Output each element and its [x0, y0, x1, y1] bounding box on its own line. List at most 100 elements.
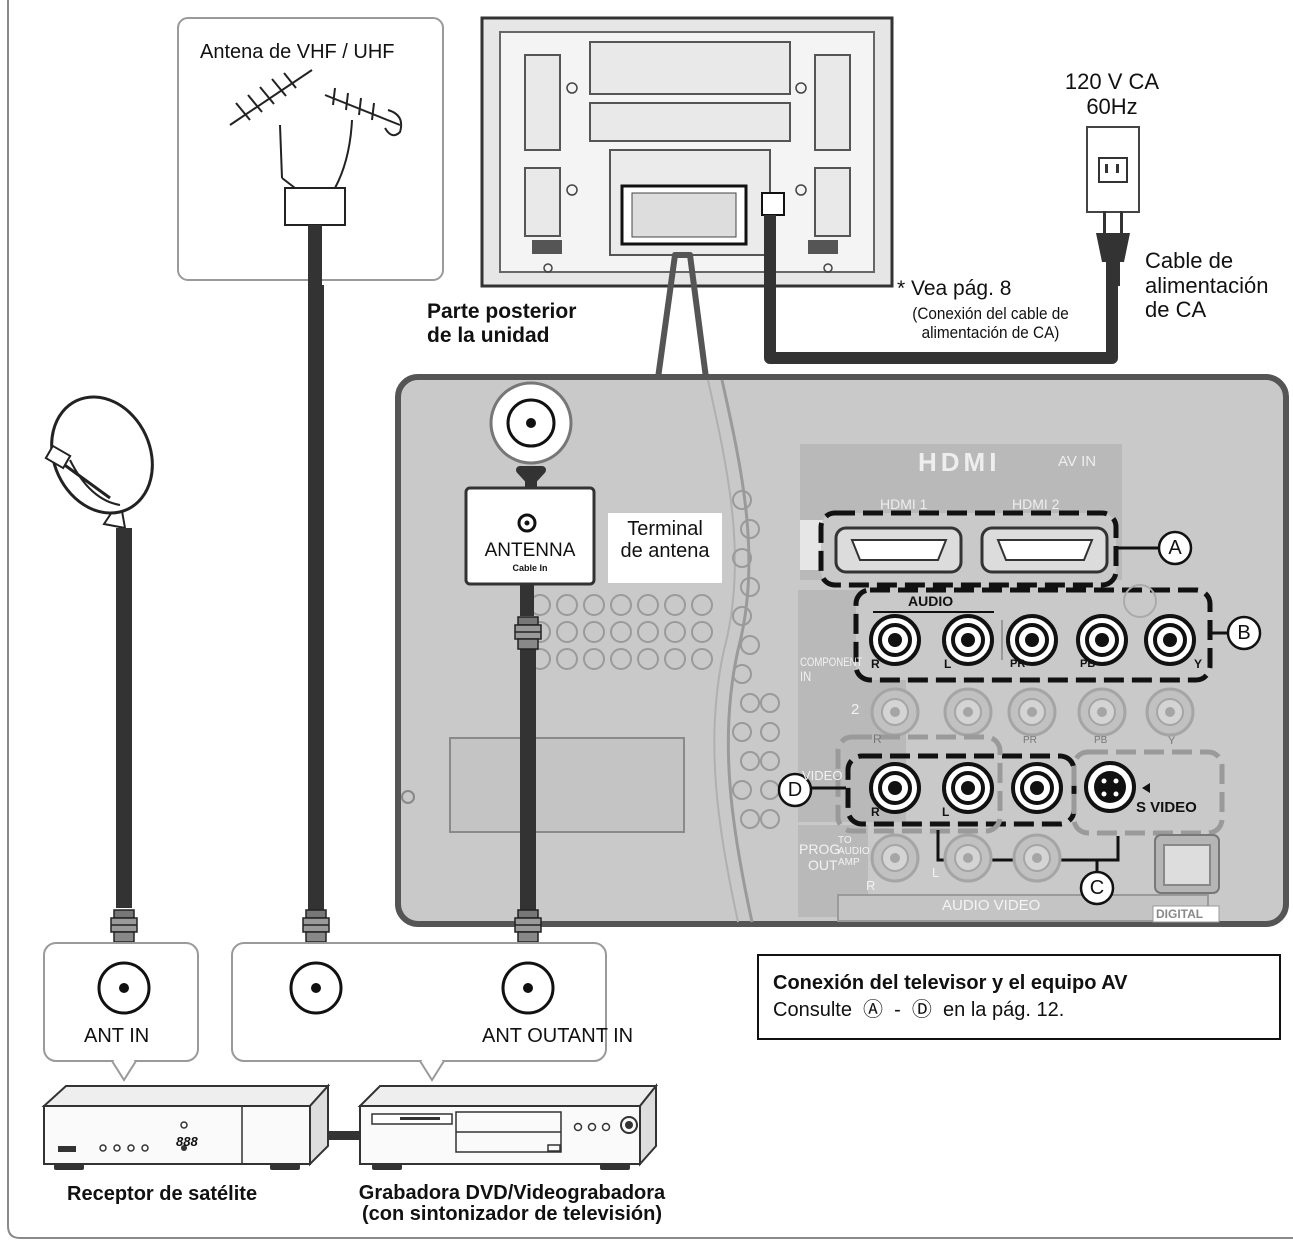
jack-y2-label: Y	[1168, 735, 1176, 747]
vent-hole	[732, 606, 752, 626]
power-outlet-icon	[1086, 126, 1140, 213]
power-plug-icon	[1096, 211, 1130, 286]
vent-hole	[740, 693, 760, 713]
av-in-label: AV IN	[1058, 453, 1097, 470]
vent-hole	[760, 751, 780, 771]
vent-hole	[664, 621, 686, 643]
vent-hole	[610, 648, 632, 670]
note-title: Conexión del televisor y el equipo AV	[773, 972, 1128, 994]
rca-jack	[869, 614, 921, 666]
input-2-label: 2	[851, 701, 860, 718]
rca-jack	[1012, 833, 1062, 883]
antenna-box-title: Antena de VHF / UHF	[200, 41, 395, 63]
satellite-dish-icon	[44, 395, 154, 530]
ant-port	[97, 961, 151, 1015]
vent-hole	[556, 648, 578, 670]
hdmi2-label: HDMI 2	[1012, 496, 1060, 512]
coax-connector-icon	[110, 616, 542, 943]
jack-l3-label: L	[942, 805, 950, 819]
group-d-outline	[835, 734, 1003, 834]
panel-divider	[720, 379, 754, 923]
component-in-label: COMPONENT IN	[800, 655, 863, 685]
vent-hole	[664, 594, 686, 616]
rca-jack	[943, 687, 993, 737]
vent-hole	[556, 594, 578, 616]
ant-port	[501, 961, 555, 1015]
jack-y-label: Y	[1194, 657, 1203, 671]
satellite-receiver-icon	[41, 1083, 331, 1170]
note-box	[757, 954, 1281, 1040]
vent-hole	[691, 594, 713, 616]
power-spec: 120 V CA 60Hz	[1064, 69, 1160, 119]
note-body: Consulte Ⓐ - Ⓓ en la pág. 12.	[773, 999, 1065, 1021]
rca-jack	[942, 762, 994, 814]
coax-fitting	[302, 909, 330, 943]
video-input-jacks	[869, 762, 1063, 814]
rca-jack	[1007, 687, 1057, 737]
antenna-jack-label: ANTENNA	[484, 540, 576, 561]
jack-pr2-label: PR	[1023, 735, 1037, 746]
ant-port	[289, 961, 343, 1015]
component-1-jacks	[869, 614, 1196, 666]
power-cable	[764, 215, 1118, 364]
s-video-label: S VIDEO	[1136, 799, 1197, 816]
vent-hole	[583, 621, 605, 643]
antenna-jack-icon	[489, 381, 573, 465]
prog-r-label: R	[866, 878, 876, 893]
vent-hole	[740, 635, 760, 655]
vent-hole	[691, 621, 713, 643]
tv-rear-icon	[480, 16, 894, 288]
vent-hole	[740, 519, 760, 539]
rca-jack	[943, 833, 993, 883]
vent-hole	[637, 594, 659, 616]
marker-d: D	[787, 779, 803, 801]
rca-jack	[870, 833, 920, 883]
video-row-outline	[845, 753, 1077, 827]
sat-display: 888	[176, 1134, 198, 1149]
jack-pb2-label: PB	[1094, 735, 1108, 746]
vent-hole	[610, 594, 632, 616]
vent-hole	[583, 594, 605, 616]
vent-hole	[760, 693, 780, 713]
rca-jack	[869, 762, 921, 814]
vent-hole	[732, 548, 752, 568]
ant-out-ant-in-label: ANT OUTANT IN	[482, 1025, 634, 1047]
vent-hole	[740, 751, 760, 771]
marker-c: C	[1089, 877, 1105, 899]
jack-pr-label: PR	[1010, 658, 1026, 670]
jack-r2-label: R	[873, 732, 882, 746]
ant-in-sat-label: ANT IN	[84, 1025, 150, 1047]
video-side-label: VIDEO	[802, 768, 843, 783]
group-c-outline	[1071, 749, 1225, 836]
marker-b: B	[1237, 622, 1251, 644]
vent-hole	[732, 490, 752, 510]
marker-circles	[777, 530, 1262, 906]
jack-r-label: R	[871, 657, 880, 671]
vent-hole	[637, 648, 659, 670]
rca-jack	[1011, 762, 1063, 814]
prog-l-label: L	[932, 865, 940, 880]
vent-hole	[583, 648, 605, 670]
vhf-uhf-antenna-icon	[229, 69, 403, 189]
rca-jack	[942, 614, 994, 666]
panel-recess	[449, 737, 685, 833]
coax-fitting	[110, 909, 138, 943]
vent-hole	[556, 621, 578, 643]
vent-hole	[664, 648, 686, 670]
hdmi-logo: HDMI	[918, 447, 1001, 477]
rca-jack	[1144, 614, 1196, 666]
antenna-jack-sublabel: Cable In	[512, 563, 548, 573]
rca-jack	[1076, 614, 1128, 666]
inter-device-cable	[328, 1131, 364, 1140]
prog-out-jacks	[870, 833, 1062, 883]
jack-pb-label: PB	[1080, 658, 1096, 670]
vent-hole	[732, 780, 752, 800]
rca-jack	[870, 687, 920, 737]
digital-audio-port	[1154, 834, 1220, 894]
digital-label: DIGITAL	[1156, 907, 1204, 921]
component-2-jacks	[870, 687, 1195, 737]
page-frame	[7, 0, 1293, 1239]
rear-unit-label: Parte posterior de la unidad	[427, 300, 577, 347]
